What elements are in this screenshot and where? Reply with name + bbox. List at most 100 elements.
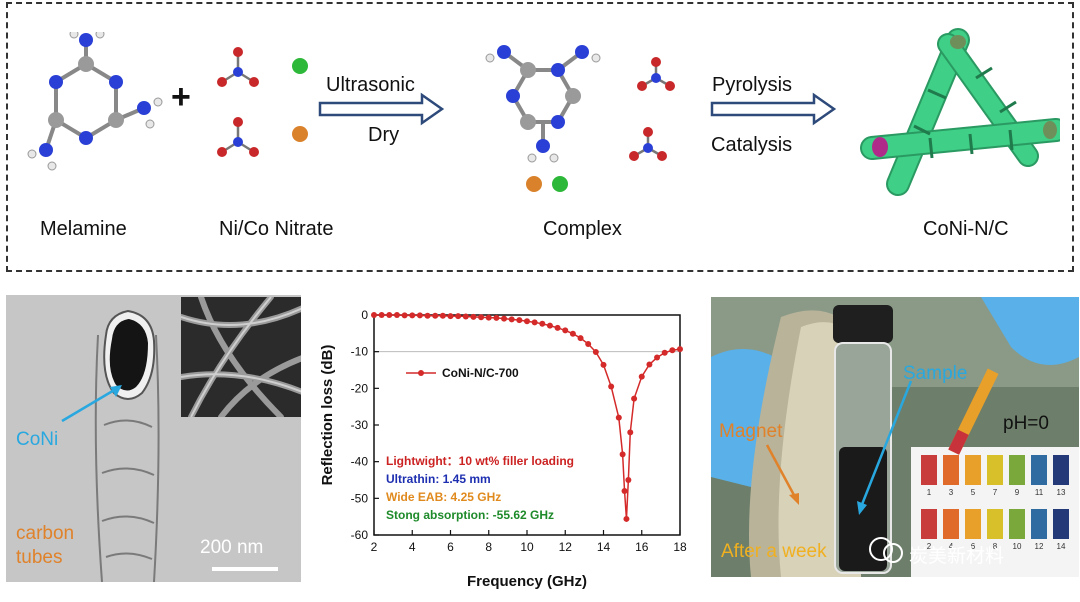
ph-label: pH=0 (1003, 413, 1049, 434)
data-point (625, 477, 632, 483)
annotation-text: Ultrathin: 1.45 mm (386, 472, 491, 486)
data-point (493, 314, 500, 321)
scale-bar-label: 200 nm (200, 537, 264, 558)
data-point (569, 330, 576, 337)
x-tick-label: 2 (371, 540, 378, 554)
ph-scale-number: 10 (1013, 542, 1022, 551)
data-point (378, 312, 385, 318)
carbon-tubes-label-line2: tubes (16, 547, 63, 568)
data-point (638, 373, 645, 380)
ph-scale-number: 14 (1057, 542, 1066, 551)
data-point (485, 314, 492, 321)
y-axis-label: Reflection loss (dB) (319, 345, 336, 486)
ph-scale-number: 8 (993, 542, 998, 551)
data-point (439, 312, 446, 319)
sample-label: Sample (903, 363, 968, 384)
y-tick-label: -30 (351, 418, 369, 432)
y-tick-label: -40 (351, 455, 369, 469)
data-point (462, 313, 469, 320)
nitrate-label: Ni/Co Nitrate (219, 218, 334, 240)
ph-color-swatch (921, 509, 937, 539)
ph-scale-number: 1 (927, 488, 932, 497)
data-point (516, 317, 523, 324)
data-point (619, 451, 626, 458)
arrow-right-icon (710, 92, 837, 126)
data-point (608, 383, 615, 390)
x-tick-label: 12 (559, 540, 573, 554)
x-tick-label: 14 (597, 540, 611, 554)
series-line (374, 314, 681, 519)
pointer-arrow-icon (61, 385, 122, 423)
data-point (592, 349, 599, 356)
ph-scale-number: 9 (1015, 488, 1020, 497)
ph-color-swatch (965, 509, 981, 539)
data-point (432, 312, 439, 319)
ph-color-swatch (965, 455, 981, 485)
data-point (409, 312, 416, 319)
ph-color-swatch (987, 509, 1003, 539)
ph-color-swatch (1009, 509, 1025, 539)
x-tick-label: 6 (447, 540, 454, 554)
data-point (661, 349, 668, 356)
data-point (631, 395, 638, 402)
data-point (531, 319, 538, 326)
ph-scale-number: 7 (993, 488, 998, 497)
y-tick-label: 0 (361, 308, 368, 322)
ph-color-swatch (1031, 509, 1047, 539)
data-point (455, 313, 462, 320)
data-point (677, 346, 683, 353)
data-point (401, 312, 408, 319)
carbon-tubes-label-line1: carbon (16, 523, 75, 544)
sem-fibers (181, 297, 301, 417)
data-point (416, 312, 423, 319)
data-point (393, 312, 400, 318)
data-point (371, 312, 377, 318)
data-point (669, 347, 676, 354)
ph-scale-number: 12 (1035, 542, 1044, 551)
x-tick-label: 4 (409, 540, 416, 554)
ph-color-swatch (1031, 455, 1047, 485)
ph-color-swatch (1053, 455, 1069, 485)
plus-sign: + (171, 78, 191, 116)
data-point (524, 318, 530, 325)
data-point (478, 314, 485, 321)
annotation-text: Stong absorption: -55.62 GHz (386, 508, 554, 522)
x-tick-label: 18 (673, 540, 687, 554)
data-point (546, 322, 553, 329)
y-tick-label: -10 (351, 345, 369, 359)
complex-label: Complex (543, 218, 622, 240)
ph-color-swatch (1053, 509, 1069, 539)
data-point (615, 414, 622, 421)
data-point (470, 313, 477, 320)
ph-scale-number: 5 (971, 488, 976, 497)
complex-molecule (485, 45, 675, 192)
ph-scale-number: 4 (949, 542, 954, 551)
coni-label: CoNi (16, 429, 59, 450)
y-tick-label: -20 (351, 381, 369, 395)
ph-scale-number: 11 (1035, 488, 1044, 497)
data-point (386, 312, 393, 318)
data-point (600, 361, 607, 368)
arrow-right-icon (318, 92, 445, 126)
data-point (623, 515, 630, 522)
x-tick-label: 10 (520, 540, 534, 554)
ph-color-swatch (987, 455, 1003, 485)
y-tick-label: -60 (351, 528, 369, 542)
arrow2-top-label: Pyrolysis (712, 74, 793, 96)
ph-color-swatch (943, 455, 959, 485)
legend-label: CoNi-N/C-700 (442, 366, 519, 380)
tem-image-panel: CoNi carbon tubes 200 nm (6, 295, 301, 582)
x-tick-label: 8 (485, 540, 492, 554)
x-tick-label: 16 (635, 540, 649, 554)
synthesis-scheme: Melamine + Ni/Co Nitrate Ultrasonic Dry (6, 2, 1074, 272)
arrow2-bottom-label: Catalysis (711, 134, 793, 156)
data-point (562, 327, 569, 334)
ph-scale-number: 2 (927, 542, 932, 551)
product-label: CoNi-N/C (923, 218, 1009, 240)
data-point (621, 488, 628, 494)
ph-color-swatch (943, 509, 959, 539)
data-point (585, 340, 592, 347)
